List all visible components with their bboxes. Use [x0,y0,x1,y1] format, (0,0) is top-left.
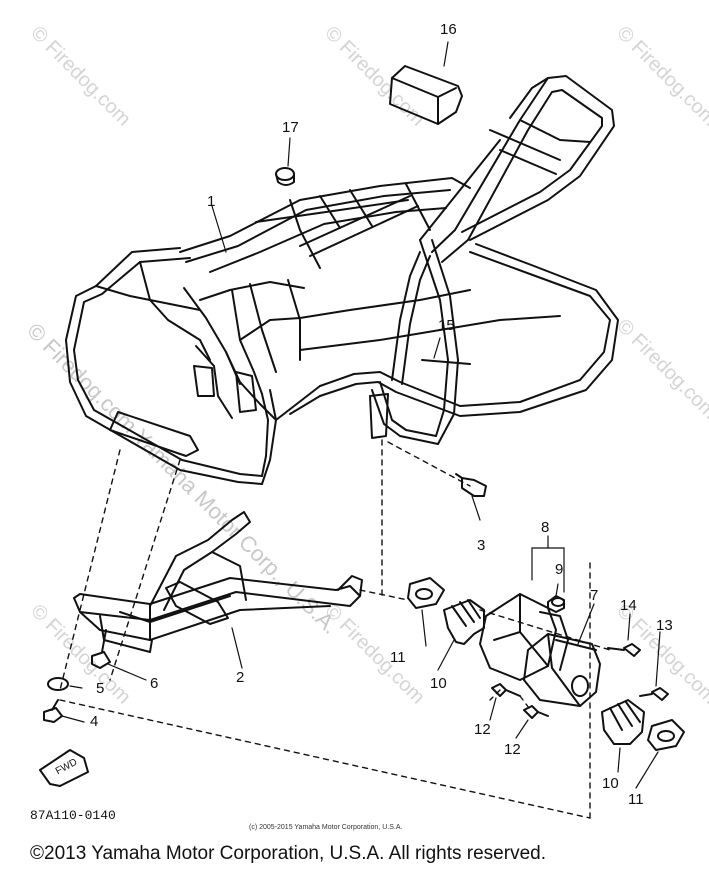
part-17-bushing [275,167,295,186]
callout-2: 2 [236,669,245,686]
callout-5: 5 [96,680,105,697]
part-12-bolt [491,683,521,697]
forward-arrow-label: FWD [54,757,79,777]
callout-12-left: 12 [474,721,491,738]
callout-11-right: 11 [628,791,644,808]
part-15-stay [421,359,471,365]
callout-10-right: 10 [602,775,619,792]
small-copyright: (c) 2005-2015 Yamaha Motor Corporation, … [249,824,403,831]
footer-copyright: ©2013 Yamaha Motor Corporation, U.S.A. A… [30,843,546,864]
callout-14: 14 [620,597,637,614]
part-5-collar [47,677,69,691]
part-12-bolt [523,705,549,719]
forward-arrow [39,749,89,787]
part-13-screw [639,687,669,701]
part-14-screw [607,643,641,657]
callout-7: 7 [590,587,599,604]
callout-3: 3 [477,537,486,554]
callout-10-left: 10 [430,675,447,692]
callout-1: 1 [207,193,216,210]
part-10-boot-left [443,599,485,645]
part-16-pad [389,65,463,125]
callout-9: 9 [555,561,564,578]
part-8-brake-assembly [479,593,569,681]
part-10-boot-right [601,699,645,745]
part-4-bolt [43,699,63,723]
part-7-cover [523,633,601,707]
leader-lines [61,41,661,789]
part-2-lower-frame [73,511,363,653]
callout-12-right: 12 [504,741,521,758]
reference-lines [59,439,611,819]
callout-16: 16 [440,21,457,38]
callout-8: 8 [541,519,550,536]
callout-6: 6 [150,675,159,692]
part-1-main-frame [65,75,619,485]
callout-11-left: 11 [390,649,406,666]
diagram-part-code: 87A110-0140 [30,808,116,823]
callout-17: 17 [282,119,299,136]
callout-15: 15 [438,317,455,334]
part-6-bolt [91,629,111,669]
callout-13: 13 [656,617,673,634]
part-3-bolt [455,473,487,497]
callout-4: 4 [90,713,99,730]
part-11-plate-left [407,577,445,609]
part-11-plate-right [647,719,685,751]
